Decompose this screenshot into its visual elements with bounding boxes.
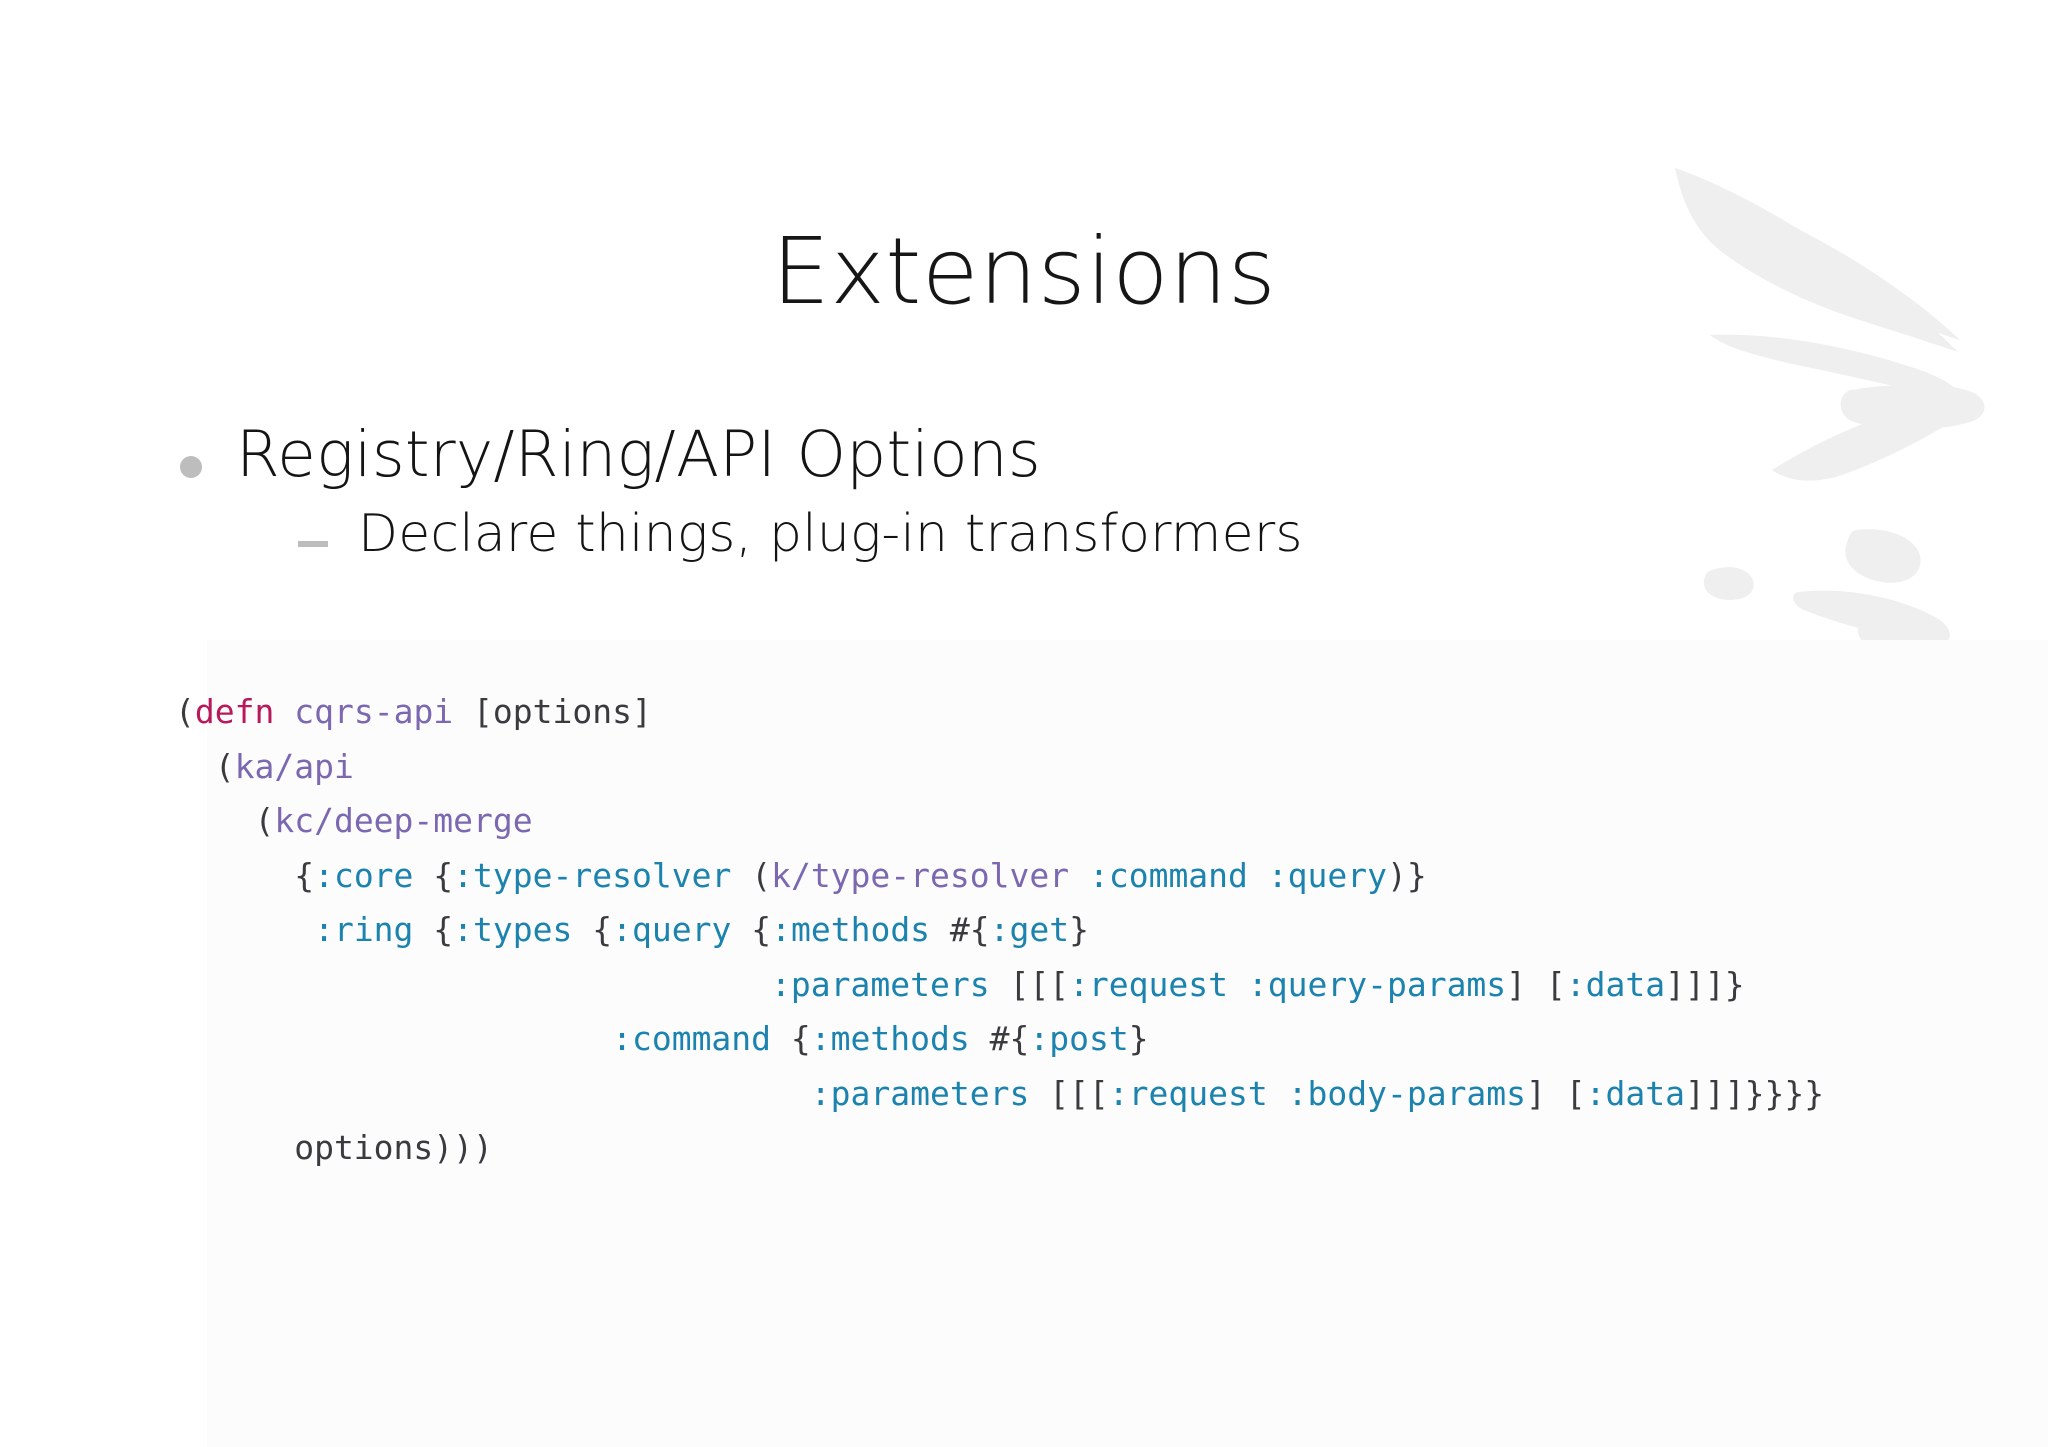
- list-item: Registry/Ring/API Options: [180, 418, 1580, 491]
- code-token: :data: [1565, 964, 1666, 1004]
- code-token: }: [1128, 1019, 1149, 1058]
- code-token: [175, 965, 771, 1004]
- code-token: {: [175, 855, 315, 895]
- code-token: :get: [989, 910, 1070, 949]
- code-token: ] [: [1506, 964, 1566, 1004]
- list-item: Declare things, plug-in transformers: [298, 503, 1580, 564]
- code-token: {: [413, 855, 454, 895]
- code-token: #{: [930, 910, 990, 949]
- code-token: [274, 692, 294, 731]
- code-token: [1069, 856, 1089, 895]
- code-token: :post: [1029, 1019, 1129, 1058]
- code-token: :query: [1267, 855, 1388, 895]
- code-token: ka/api: [234, 746, 354, 786]
- bullet-list: Registry/Ring/API Options Declare things…: [180, 418, 1580, 564]
- code-token: :core: [314, 855, 414, 895]
- code-token: {: [413, 910, 454, 949]
- code-token: :parameters: [771, 964, 990, 1004]
- code-token: {: [771, 1019, 811, 1058]
- code-token: :command: [1088, 855, 1248, 895]
- code-token: defn: [194, 692, 275, 731]
- code-token: :request: [1069, 964, 1229, 1004]
- code-token: :methods: [810, 1019, 970, 1058]
- code-token: (: [175, 801, 275, 840]
- code-token: k/type-resolver: [771, 855, 1070, 895]
- code-token: options))): [175, 1128, 493, 1167]
- code-token: :request: [1108, 1073, 1268, 1113]
- code-token: :type-resolver: [453, 855, 732, 895]
- code-token: [1248, 856, 1268, 895]
- code-token: }: [1069, 910, 1090, 949]
- code-token: [175, 1074, 811, 1113]
- code-token: #{: [969, 1019, 1030, 1058]
- code-token: :data: [1585, 1073, 1685, 1113]
- code-token: ]]]}}}}: [1685, 1073, 1825, 1113]
- code-token: [[[: [1029, 1073, 1109, 1113]
- code-token: [options]: [453, 692, 652, 731]
- code-token: {: [731, 910, 772, 949]
- code-token: :command: [612, 1019, 772, 1058]
- code-snippet: (defn cqrs-api [options] (ka/api (kc/dee…: [175, 685, 1824, 1176]
- code-token: ] [: [1526, 1073, 1586, 1113]
- code-token: {: [572, 910, 613, 949]
- dash-bullet-icon: [298, 540, 328, 547]
- dot-bullet-icon: [180, 456, 202, 478]
- code-token: [1268, 1074, 1288, 1113]
- code-token: :query: [612, 910, 732, 949]
- code-token: (: [731, 855, 772, 895]
- bullet-level2-label: Declare things, plug-in transformers: [358, 503, 1303, 564]
- code-token: :query-params: [1247, 964, 1507, 1004]
- code-token: [[[: [989, 964, 1070, 1004]
- code-token: :parameters: [810, 1073, 1030, 1113]
- code-token: :methods: [771, 910, 931, 949]
- code-token: :body-params: [1287, 1073, 1527, 1113]
- code-token: )}: [1387, 855, 1427, 895]
- page-title: Extensions: [771, 218, 1277, 325]
- code-token: :ring: [314, 910, 414, 949]
- code-token: :types: [453, 910, 573, 949]
- code-token: ]]]}: [1665, 964, 1745, 1004]
- code-token: (: [175, 692, 195, 731]
- code-token: [1228, 965, 1248, 1004]
- code-token: [175, 1019, 612, 1058]
- code-token: (: [175, 746, 235, 786]
- code-token: [175, 910, 314, 949]
- code-token: cqrs-api: [294, 692, 454, 731]
- code-token: kc/deep-merge: [274, 801, 533, 840]
- bullet-level1-label: Registry/Ring/API Options: [236, 418, 1041, 491]
